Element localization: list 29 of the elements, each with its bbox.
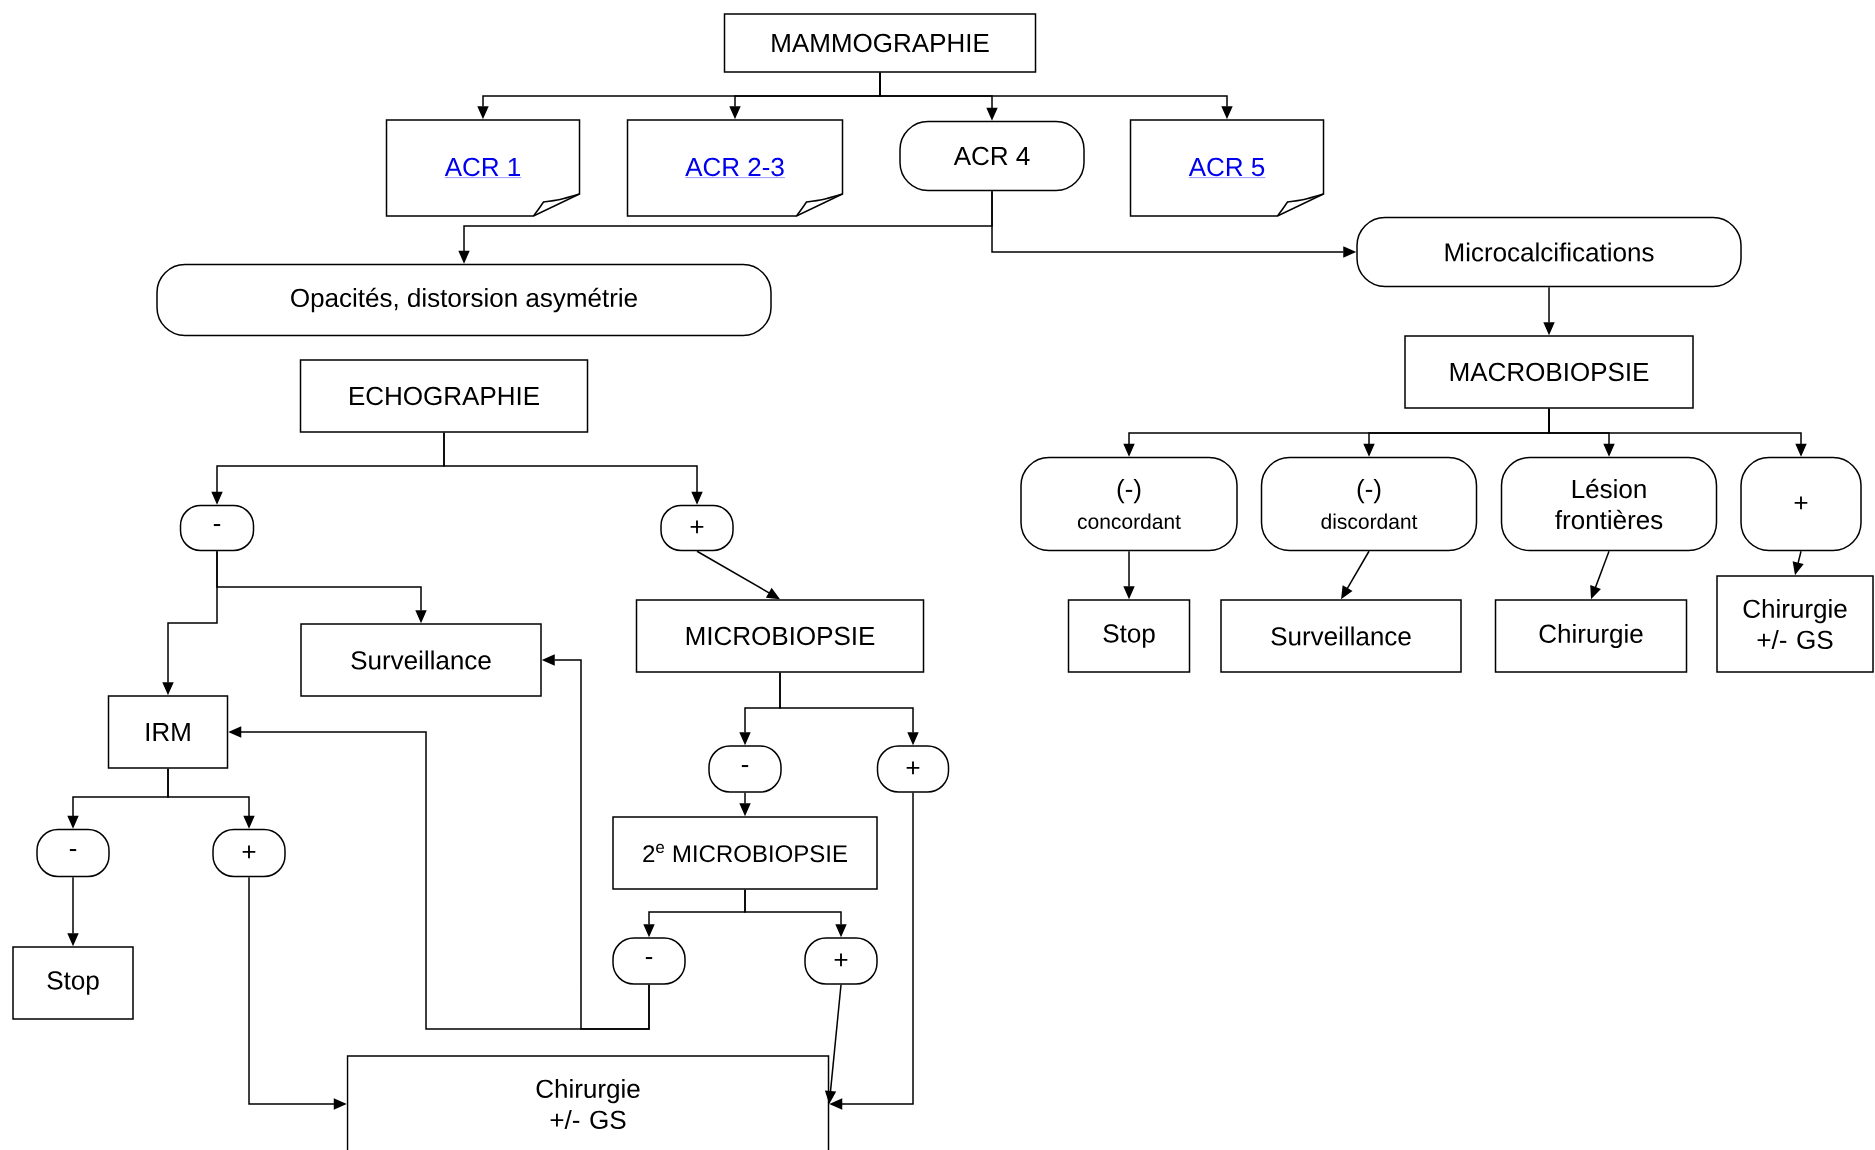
rounded-box: +	[876, 745, 950, 793]
rounded-box: -	[708, 745, 782, 793]
process-box: MACROBIOPSIE	[1404, 335, 1694, 409]
process-box: IRM	[107, 695, 229, 769]
rounded-box: ACR 4	[899, 120, 1085, 192]
process-box: MICROBIOPSIE	[635, 599, 925, 673]
process-box: Stop	[12, 946, 134, 1020]
process-box: Stop	[1067, 599, 1191, 673]
process-box: Chirurgie +/- GS	[1716, 575, 1874, 673]
process-box: Chirurgie	[1494, 599, 1688, 673]
rounded-box: Microcalcifications	[1356, 216, 1742, 288]
rounded-box: Opacités, distorsion asymétrie	[156, 263, 772, 337]
rounded-box: +	[212, 828, 286, 878]
rounded-box: +	[1740, 456, 1862, 552]
rounded-box: (-) discordant	[1260, 456, 1478, 552]
rounded-box: (-) concordant	[1020, 456, 1238, 552]
arrow	[696, 550, 780, 600]
rounded-box: Lésion frontières	[1500, 456, 1718, 552]
rounded-box: +	[804, 937, 878, 985]
process-box: Chirurgie +/- GS	[346, 1055, 830, 1150]
process-box: 2$^{e}$ MICROBIOPSIE	[612, 816, 878, 890]
rounded-box: -	[612, 937, 686, 985]
process-box: Surveillance	[300, 623, 542, 697]
rounded-box: -	[36, 828, 110, 878]
rounded-box: -	[179, 504, 255, 552]
rounded-box: +	[660, 504, 734, 552]
process-box: ECHOGRAPHIE	[299, 359, 589, 433]
process-box: MAMMOGRAPHIE	[723, 13, 1037, 73]
process-box: Surveillance	[1220, 599, 1462, 673]
